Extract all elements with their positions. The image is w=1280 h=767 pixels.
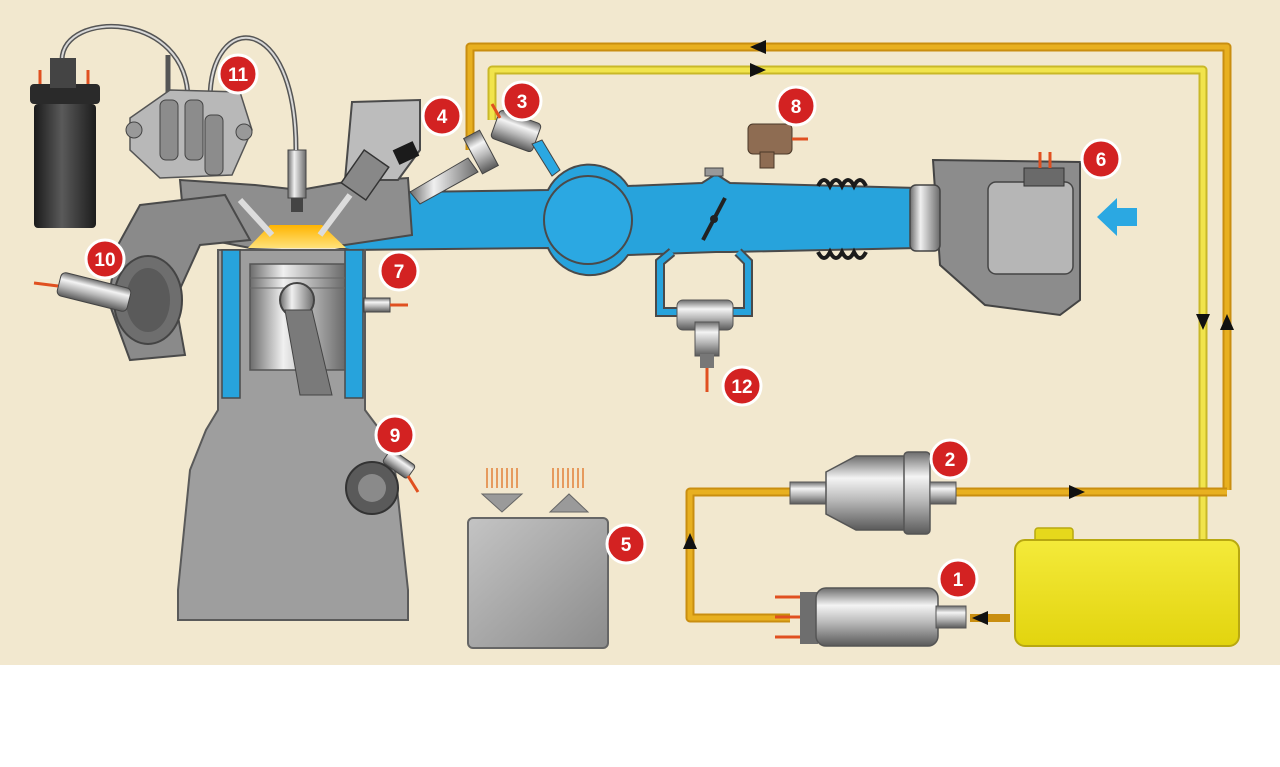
flow-arrow bbox=[1069, 485, 1085, 499]
marker-12-label: 12 bbox=[731, 377, 752, 398]
marker-11: 11 bbox=[217, 53, 259, 95]
fuel-tank bbox=[1014, 527, 1240, 647]
marker-7-label: 7 bbox=[394, 262, 405, 283]
marker-3-label: 3 bbox=[517, 92, 528, 113]
ignition-coil bbox=[30, 58, 100, 228]
marker-7: 7 bbox=[378, 250, 420, 292]
coolant-temp-sensor bbox=[363, 297, 408, 313]
marker-6: 6 bbox=[1080, 138, 1122, 180]
ignition-leads-inner bbox=[61, 25, 297, 151]
intake-bellows-top bbox=[816, 178, 868, 191]
airflow-meter bbox=[909, 152, 1081, 317]
marker-5-label: 5 bbox=[621, 535, 632, 556]
ecu-unit bbox=[467, 468, 609, 649]
marker-1-label: 1 bbox=[953, 570, 964, 591]
fuel-injector bbox=[409, 129, 500, 205]
marker-9: 9 bbox=[374, 414, 416, 456]
fuel-filter bbox=[789, 451, 957, 535]
intake-manifold bbox=[322, 163, 919, 317]
marker-12: 12 bbox=[721, 365, 763, 407]
marker-10: 10 bbox=[84, 238, 126, 280]
flow-arrow bbox=[1196, 314, 1210, 330]
marker-5: 5 bbox=[605, 523, 647, 565]
fuel-pump bbox=[775, 587, 967, 647]
marker-9-label: 9 bbox=[390, 426, 401, 447]
marker-6-label: 6 bbox=[1096, 150, 1107, 171]
marker-1: 1 bbox=[937, 558, 979, 600]
flow-arrow bbox=[972, 611, 988, 625]
marker-4: 4 bbox=[421, 95, 463, 137]
ignition-distributor bbox=[125, 89, 253, 179]
air-inflow-arrow bbox=[1097, 198, 1137, 236]
marker-3: 3 bbox=[501, 80, 543, 122]
engine-block bbox=[177, 249, 409, 621]
marker-4-label: 4 bbox=[437, 107, 448, 128]
ecu-signal-lines bbox=[486, 468, 584, 488]
exhaust-manifold bbox=[106, 193, 252, 362]
marker-2: 2 bbox=[929, 438, 971, 480]
intake-bellows-bottom bbox=[816, 247, 868, 260]
flow-arrows bbox=[683, 40, 1234, 625]
valve-stems bbox=[237, 193, 353, 238]
marker-2-label: 2 bbox=[945, 450, 956, 471]
piston bbox=[248, 225, 346, 396]
spark-plug bbox=[287, 149, 307, 212]
fuel-lines bbox=[465, 42, 1232, 623]
flow-arrow bbox=[750, 63, 766, 77]
marker-10-label: 10 bbox=[94, 250, 115, 271]
lambda-sensor bbox=[33, 272, 132, 312]
crankshaft-sensor bbox=[382, 449, 420, 493]
flow-arrow bbox=[750, 40, 766, 54]
flow-arrow bbox=[683, 533, 697, 549]
marker-8-label: 8 bbox=[791, 97, 802, 118]
marker-11-label: 11 bbox=[228, 65, 249, 86]
marker-8: 8 bbox=[775, 85, 817, 127]
idle-air-valve bbox=[676, 299, 734, 392]
pressure-sensor bbox=[747, 123, 808, 169]
markers: 1 2 3 4 5 6 7 8 9 10 11 12 bbox=[84, 53, 1122, 600]
flow-arrow bbox=[1220, 314, 1234, 330]
